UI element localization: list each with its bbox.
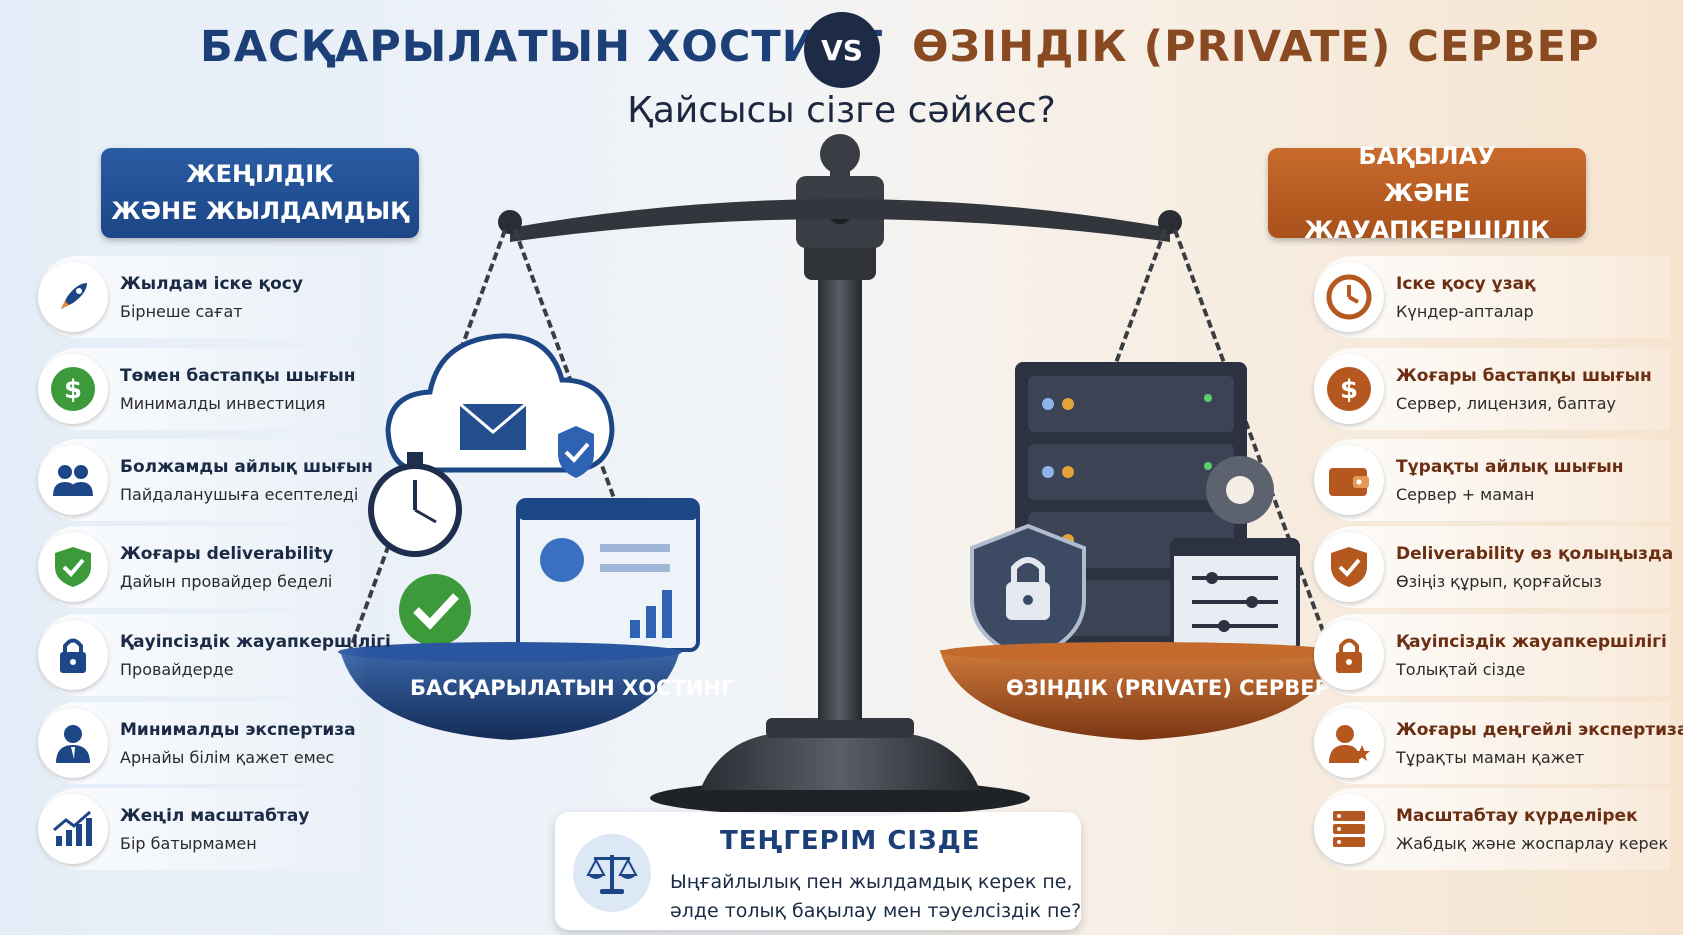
gear-icon [1206, 456, 1274, 524]
feature-text: Толықтай сізде [1396, 659, 1526, 679]
feature-title: Жеңіл масштабтау [120, 805, 310, 826]
feature-title: Тұрақты айлық шығын [1396, 456, 1624, 477]
left-pan [340, 650, 680, 740]
scale-pillar [818, 270, 862, 720]
lock-icon [1314, 620, 1384, 690]
feature-text: Бір батырмамен [120, 833, 257, 853]
feature-text: Пайдаланушыға есептеледі [120, 484, 359, 504]
expert-star-icon [1314, 708, 1384, 778]
header-right-line2: ЖӘНЕ ЖАУАПКЕРШІЛІК [1304, 178, 1550, 244]
green-check-icon [399, 574, 471, 646]
balance-callout: ТЕҢГЕРІМ СІЗДЕ Ыңғайлылық пен жылдамдық … [555, 812, 1081, 930]
header-right-line1: БАҚЫЛАУ [1358, 141, 1496, 170]
shield-check-icon [38, 532, 108, 602]
wallet-icon [1314, 445, 1384, 515]
dashboard-window-icon [516, 498, 700, 652]
right-pan-label: ӨЗІНДІК (PRIVATE) СЕРВЕР [1006, 676, 1331, 700]
feature-text: Бірнеше сағат [120, 301, 243, 321]
feature-text: Жабдық және жоспарлау керек [1396, 833, 1669, 853]
right-pan [940, 650, 1340, 740]
feature-title: Жоғары деңгейлі экспертиза [1396, 719, 1683, 740]
lock-icon [38, 620, 108, 690]
svg-text:$: $ [1340, 375, 1358, 405]
feature-title: Жоғары бастапқы шығын [1396, 365, 1652, 386]
header-left-line2: ЖӘНЕ ЖЫЛДАМДЫҚ [111, 197, 409, 225]
balance-scale-illustration [338, 134, 1340, 816]
stopwatch-icon [368, 452, 462, 557]
growth-chart-icon [38, 794, 108, 864]
feature-text: Провайдерде [120, 659, 234, 679]
feature-text: Сервер + маман [1396, 484, 1535, 504]
padlock-shield-icon [970, 523, 1086, 663]
person-icon [38, 708, 108, 778]
feature-title: Болжамды айлық шығын [120, 456, 373, 477]
feature-title: Іске қосу ұзақ [1396, 273, 1536, 294]
feature-title: Төмен бастапқы шығын [120, 365, 356, 386]
left-pan-label: БАСҚАРЫЛАТЫН ХОСТИНГ [410, 676, 735, 700]
balance-line-1: Ыңғайлылық пен жылдамдық керек пе, [670, 871, 1073, 893]
users-icon [38, 445, 108, 515]
scale-beam [510, 199, 1170, 242]
header-left-line1: ЖЕҢІЛДІК [186, 160, 334, 188]
balance-question: Ыңғайлылық пен жылдамдық керек пе, әлде … [670, 868, 1081, 926]
feature-text: Арнайы білім қажет емес [120, 747, 335, 767]
title-private-server: ӨЗІНДІК (PRIVATE) СЕРВЕР [912, 22, 1600, 72]
svg-text:$: $ [64, 375, 82, 405]
balance-line-2: әлде толық бақылау мен тәуелсіздік пе? [670, 900, 1082, 922]
settings-window-icon [1170, 538, 1300, 652]
cloud-icon [385, 333, 615, 478]
shield-check-icon [1314, 532, 1384, 602]
feature-text: Тұрақты маман қажет [1396, 747, 1585, 767]
dollar-icon: $ [1314, 354, 1384, 424]
feature-text: Өзіңіз құрып, қорғайсыз [1396, 571, 1602, 591]
dollar-icon: $ [38, 354, 108, 424]
feature-text: Сервер, лицензия, баптау [1396, 393, 1617, 413]
header-right: БАҚЫЛАУ ЖӘНЕ ЖАУАПКЕРШІЛІК [1268, 142, 1586, 244]
header-left: ЖЕҢІЛДІК ЖӘНЕ ЖЫЛДАМДЫҚ [101, 148, 419, 238]
server-stack-icon [1314, 794, 1384, 864]
feature-text: Күндер-апталар [1396, 301, 1534, 321]
feature-title: Масштабтау күрделірек [1396, 805, 1638, 826]
feature-text: Минималды инвестиция [120, 393, 326, 413]
feature-title: Қауіпсіздік жауапкершілігі [120, 631, 391, 652]
rocket-icon [38, 262, 108, 332]
feature-title: Жылдам іске қосу [120, 273, 303, 294]
scale-base [650, 718, 1030, 816]
feature-title: Минималды экспертиза [120, 719, 356, 740]
clock-icon [1314, 262, 1384, 332]
vs-badge: VS [804, 12, 880, 88]
feature-title: Қауіпсіздік жауапкершілігі [1396, 631, 1667, 652]
feature-title: Жоғары deliverability [120, 543, 334, 564]
feature-title: Deliverability өз қолыңызда [1396, 543, 1674, 564]
scales-icon [573, 834, 651, 912]
shield-icon [558, 426, 594, 478]
balance-title: ТЕҢГЕРІМ СІЗДЕ [720, 826, 981, 856]
feature-text: Дайын провайдер беделі [120, 571, 333, 591]
title-managed-hosting: БАСҚАРЫЛАТЫН ХОСТИНГ [200, 22, 885, 72]
subtitle: Қайсысы сізге сәйкес? [627, 90, 1056, 131]
